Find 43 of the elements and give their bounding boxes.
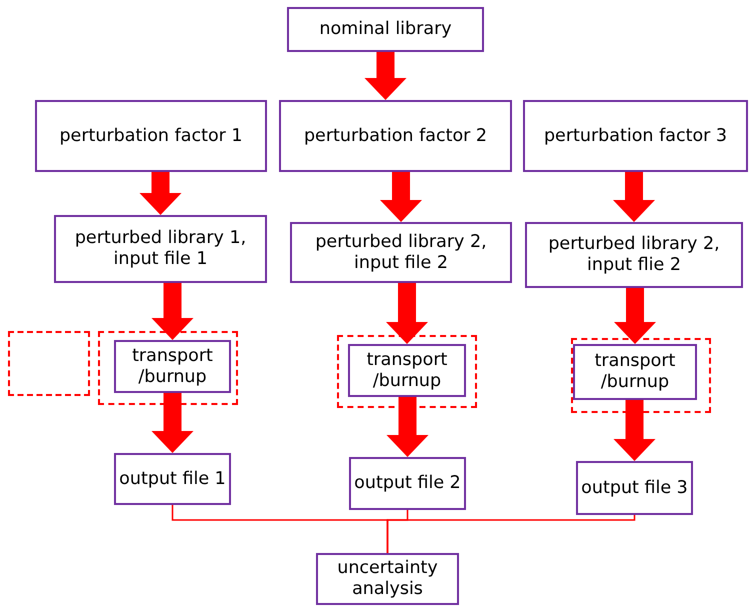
node-text: perturbed library 2, input flie 2 — [547, 234, 721, 276]
block-arrow — [613, 172, 655, 222]
dashed-box — [98, 331, 238, 405]
process-box — [54, 215, 267, 283]
block-arrow — [152, 283, 194, 340]
process-box — [523, 100, 748, 172]
node-text: uncertainty analysis — [336, 558, 439, 600]
process-box — [576, 461, 693, 515]
block-arrow — [614, 288, 656, 344]
process-box — [573, 344, 697, 400]
dashed-box — [571, 338, 711, 413]
node-text: transport /burnup — [366, 350, 448, 392]
process-box — [114, 453, 231, 505]
node-text: perturbed library 1, input file 1 — [74, 228, 248, 270]
node-text: transport /burnup — [131, 346, 214, 388]
node-text: perturbation factor 2 — [304, 126, 488, 146]
process-box — [349, 457, 466, 510]
node-text: perturbation factor 3 — [544, 126, 728, 146]
node-text: perturbed library 2, input file 2 — [314, 232, 488, 274]
node-text: nominal library — [319, 19, 452, 40]
process-box — [290, 222, 512, 283]
block-arrow — [152, 393, 194, 453]
process-box — [316, 553, 459, 605]
node-text: perturbation factor 1 — [59, 126, 243, 146]
block-arrow — [614, 400, 656, 461]
process-box — [279, 100, 512, 172]
block-arrow — [364, 52, 406, 100]
block-arrow — [386, 397, 428, 457]
bracket-line — [386, 515, 636, 553]
block-arrow — [140, 172, 182, 215]
node-text: output file 3 — [581, 478, 688, 498]
node-text: output file 1 — [119, 468, 226, 490]
process-box — [35, 100, 267, 172]
block-arrow — [386, 283, 428, 344]
process-box — [287, 7, 484, 52]
process-box — [348, 344, 466, 397]
node-text: transport /burnup — [594, 351, 676, 393]
block-arrow — [380, 172, 422, 222]
dashed-box — [337, 335, 477, 408]
node-text: output file 2 — [354, 473, 461, 494]
process-box — [525, 222, 743, 288]
dashed-box — [8, 331, 90, 396]
process-box — [114, 340, 231, 393]
